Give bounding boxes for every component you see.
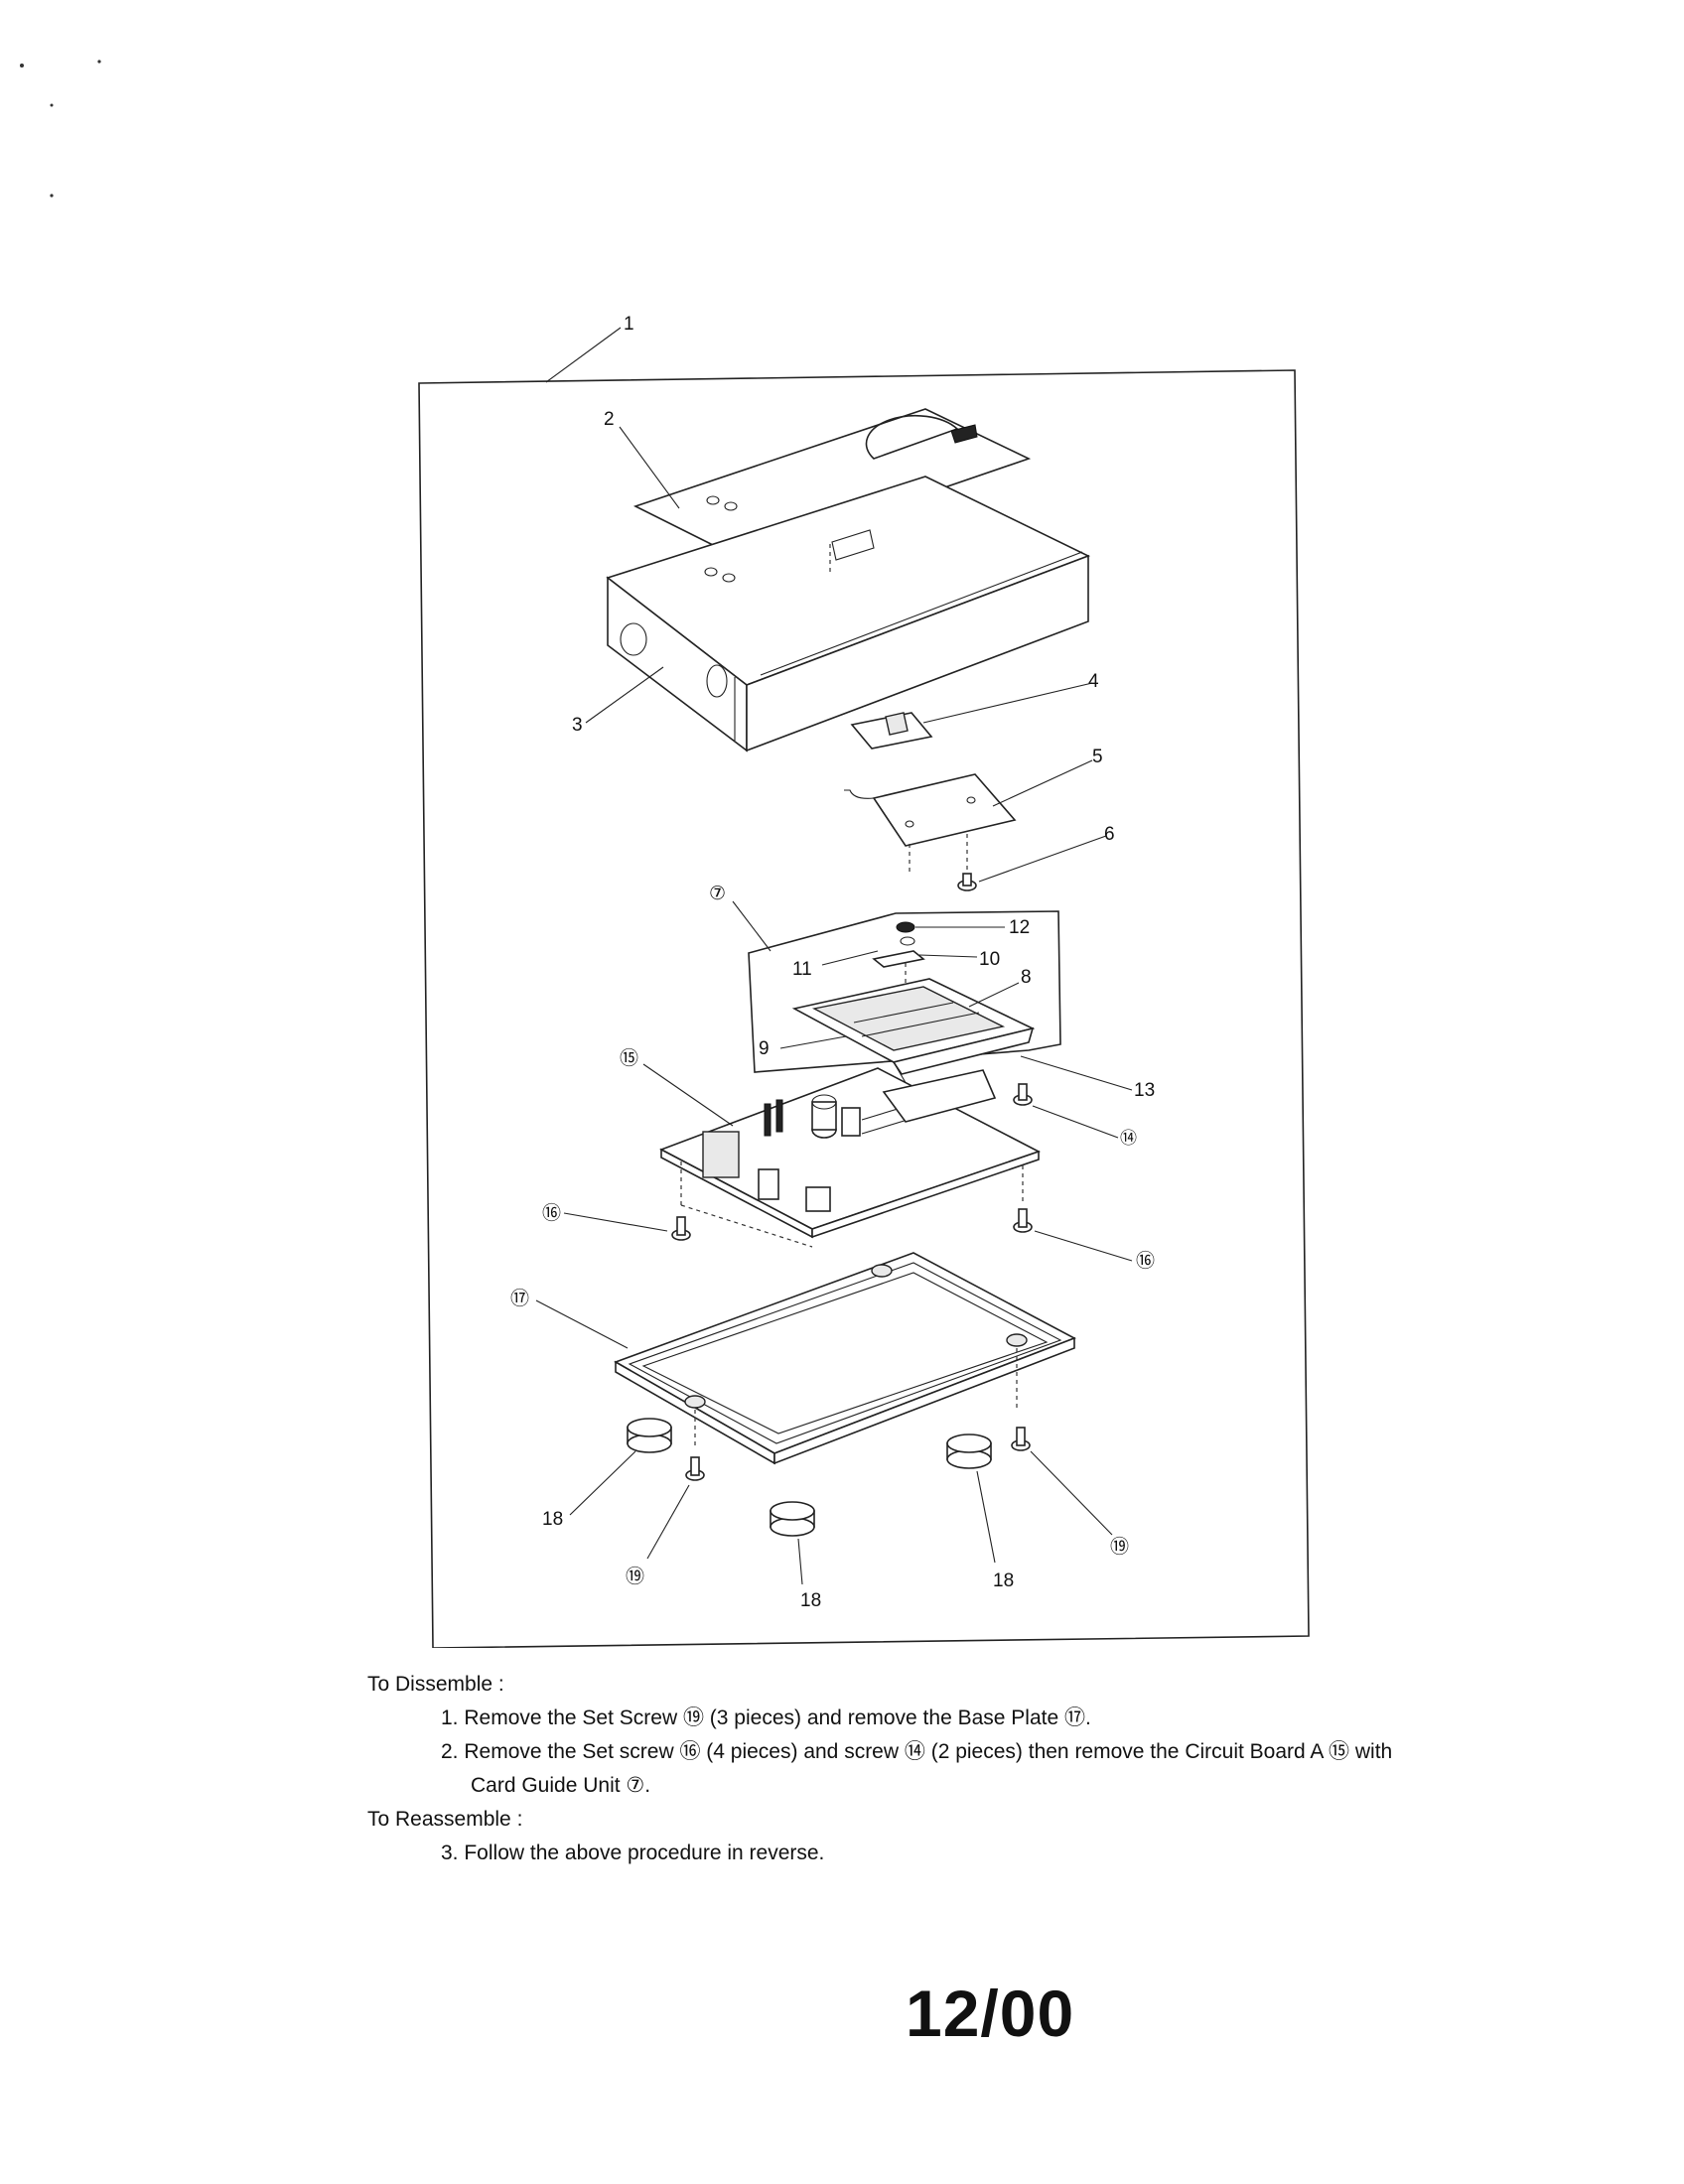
leader-1: [545, 327, 622, 383]
callout-4: 4: [1088, 671, 1099, 692]
leader-4: [922, 682, 1093, 724]
callout-12: 12: [1009, 917, 1030, 938]
page-number: 12/00: [906, 1977, 1075, 2050]
leader-13: [1020, 1055, 1133, 1091]
leader-18b: [797, 1538, 803, 1585]
callout-9: 9: [759, 1038, 770, 1059]
callout-11: 11: [792, 959, 812, 980]
callout-15: ⑮: [620, 1047, 638, 1069]
leader-6: [978, 835, 1107, 883]
instructions: To Dissemble : 1. Remove the Set Screw ⑲…: [367, 1668, 1460, 1870]
assembly-frame: [418, 369, 1310, 1648]
card-guide-unit-box: [748, 910, 1061, 1073]
leader-19a: [646, 1484, 690, 1560]
disassemble-heading: To Dissemble :: [367, 1673, 504, 1696]
part-2-top-plate: [632, 408, 1032, 559]
part-16-screw-left: [671, 1216, 691, 1241]
leader-9: [779, 1035, 847, 1049]
leader-19b: [1030, 1450, 1113, 1536]
leader-8: [968, 982, 1020, 1008]
callout-6: 6: [1104, 824, 1115, 845]
step-2-continuation: Card Guide Unit ⑦.: [471, 1774, 651, 1797]
part-19-screw-left: [685, 1456, 705, 1481]
leader-15: [642, 1063, 734, 1127]
disassemble-steps: 1. Remove the Set Screw ⑲ (3 pieces) and…: [367, 1702, 1460, 1803]
callout-8: 8: [1021, 967, 1032, 988]
step-3: 3. Follow the above procedure in reverse…: [433, 1837, 1460, 1870]
callout-14: ⑭: [1120, 1129, 1137, 1148]
step-2-text: Remove the Set screw ⑯ (4 pieces) and sc…: [464, 1740, 1393, 1763]
callout-2: 2: [604, 409, 615, 430]
leader-16b: [1034, 1230, 1133, 1262]
callout-1: 1: [624, 314, 634, 335]
callout-18a: 18: [542, 1509, 563, 1530]
part-19-screw-right: [1011, 1427, 1031, 1451]
leader-14: [1032, 1105, 1119, 1139]
leader-5: [992, 759, 1093, 807]
callout-17: ⑰: [510, 1288, 529, 1309]
part-3-housing: [606, 476, 1091, 752]
callout-18b: 18: [800, 1590, 821, 1611]
scan-specks: [20, 60, 101, 198]
leader-16a: [563, 1212, 668, 1232]
part-18-foot-middle: [770, 1501, 815, 1537]
part-5-switch-board: [844, 773, 1017, 874]
step-2-number: 2.: [441, 1740, 459, 1763]
step-1-text: Remove the Set Screw ⑲ (3 pieces) and re…: [464, 1706, 1091, 1729]
callout-19b: ⑲: [1110, 1536, 1129, 1558]
reassemble-heading: To Reassemble :: [367, 1808, 523, 1831]
part-15-circuit-board: [659, 1067, 1042, 1248]
callout-18c: 18: [993, 1570, 1014, 1591]
part-8-card-guide: [791, 978, 1036, 1087]
exploded-view-diagram: 1 2 3 4 5: [20, 60, 1310, 1648]
parts-10-11-12: [872, 921, 925, 1001]
leader-10: [918, 954, 978, 958]
leader-17: [535, 1299, 629, 1349]
step-2: 2. Remove the Set screw ⑯ (4 pieces) and…: [433, 1735, 1460, 1803]
step-3-text: Follow the above procedure in reverse.: [464, 1842, 825, 1864]
part-14-screw: [1013, 1083, 1033, 1106]
reassemble-steps: 3. Follow the above procedure in reverse…: [367, 1837, 1460, 1870]
leader-18c: [976, 1470, 996, 1564]
callout-16b: ⑯: [1136, 1250, 1155, 1272]
step-3-number: 3.: [441, 1842, 459, 1864]
leader-11: [821, 950, 879, 966]
part-18-foot-right: [946, 1433, 992, 1469]
leader-3: [585, 666, 664, 724]
callout-16a: ⑯: [542, 1202, 561, 1224]
callout-5: 5: [1092, 747, 1103, 767]
leader-2: [619, 426, 680, 509]
part-6-screw: [957, 873, 977, 891]
callout-3: 3: [572, 715, 583, 736]
callout-13: 13: [1134, 1080, 1155, 1101]
part-4-button: [850, 712, 933, 750]
callout-7: ⑦: [709, 884, 726, 904]
callout-19a: ⑲: [626, 1566, 644, 1587]
leader-7: [732, 900, 772, 952]
part-18-foot-left: [627, 1418, 672, 1453]
step-1-number: 1.: [441, 1706, 459, 1729]
leader-18a: [569, 1450, 636, 1516]
part-17-base-plate: [614, 1252, 1076, 1465]
part-16-screw-right: [1013, 1208, 1033, 1233]
step-1: 1. Remove the Set Screw ⑲ (3 pieces) and…: [433, 1702, 1460, 1735]
callout-10: 10: [979, 949, 1000, 970]
